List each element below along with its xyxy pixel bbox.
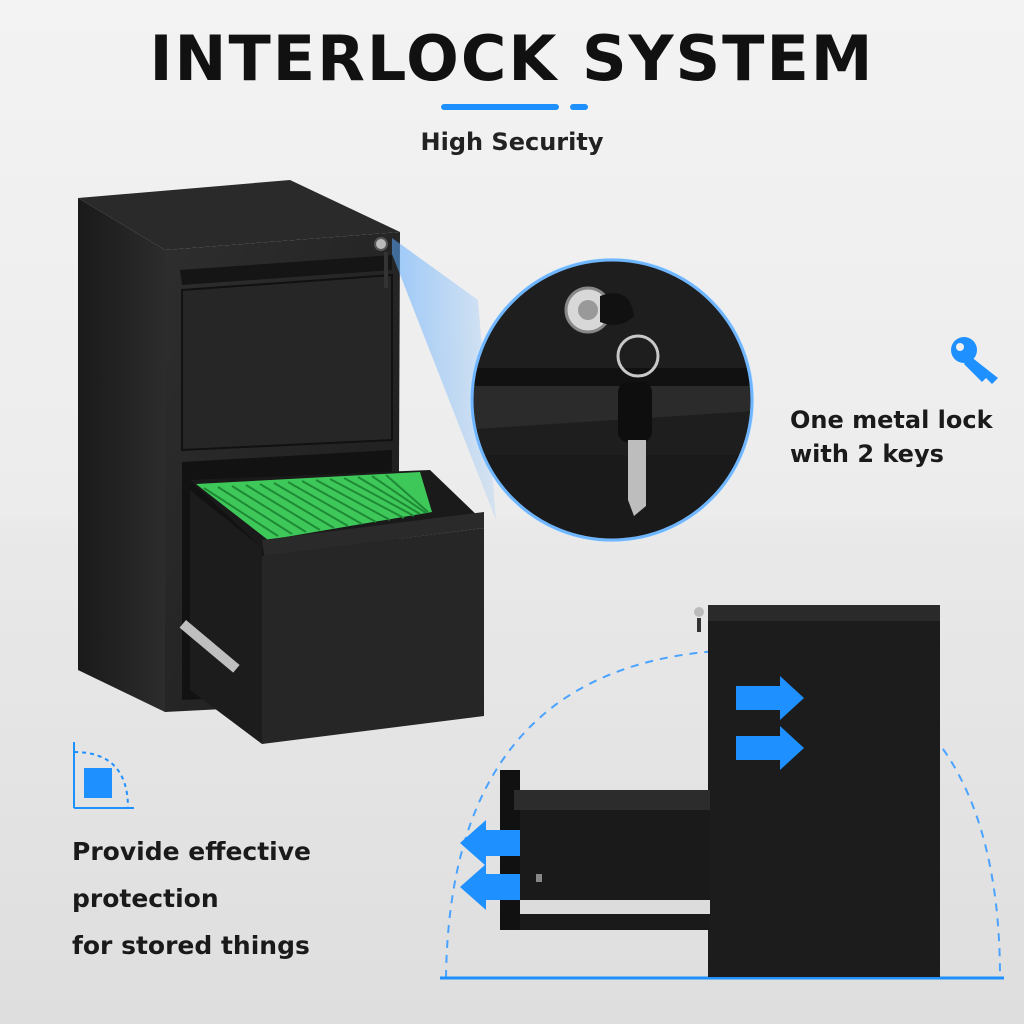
- protection-feature-caption: Provide effective protection for stored …: [72, 828, 311, 969]
- title-underline-dot: [570, 104, 588, 110]
- push-arrow-icon: [736, 726, 804, 770]
- caption-line: One metal lock: [790, 406, 993, 434]
- protection-icon: [73, 742, 134, 809]
- key-icon: [618, 382, 652, 442]
- lock-closeup: [470, 258, 754, 542]
- interlock-diagram: [440, 605, 1004, 980]
- caption-line: protection: [72, 884, 219, 913]
- open-drawer: [179, 470, 484, 744]
- lock-icon: [374, 237, 388, 251]
- caption-line: for stored things: [72, 931, 310, 960]
- zoom-beam: [392, 238, 496, 520]
- page-subtitle: High Security: [420, 128, 604, 156]
- key-ring-icon: [616, 334, 660, 378]
- pull-arrow-icon: [460, 820, 520, 866]
- lock-feature-caption: One metal lock with 2 keys: [790, 404, 993, 471]
- title-underline: [441, 104, 559, 110]
- push-arrow-icon: [736, 676, 804, 720]
- page-title: INTERLOCK SYSTEM: [149, 22, 875, 95]
- blue-key-icon: [951, 337, 998, 384]
- pull-arrow-icon: [460, 864, 520, 910]
- caption-line: with 2 keys: [790, 439, 944, 468]
- hanging-folders: [196, 472, 432, 540]
- caption-line: Provide effective: [72, 837, 312, 866]
